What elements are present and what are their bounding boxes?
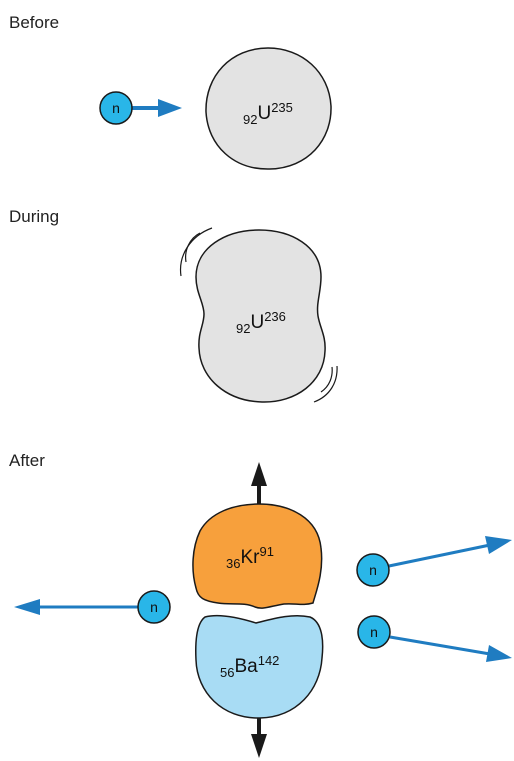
lower-right-neutron: n <box>357 615 391 649</box>
neutron-label: n <box>369 562 377 578</box>
neutron-label: n <box>112 100 120 116</box>
after-stage: 36Kr91 56Ba142 n n n <box>14 462 512 758</box>
stage-label-after: After <box>9 451 45 470</box>
vibration-lines-bottom-right <box>313 365 338 403</box>
incoming-neutron-arrowhead <box>158 99 182 117</box>
uranium-235-label: 92U235 <box>243 100 293 127</box>
uranium-236-label: 92U236 <box>236 309 286 336</box>
neutron-label: n <box>370 624 378 640</box>
lower-right-neutron-arrow <box>389 635 491 656</box>
krypton-91-nucleus: 36Kr91 <box>192 503 323 609</box>
vibration-lines-top-left <box>179 227 213 277</box>
neutron-label: n <box>150 599 158 615</box>
upper-right-neutron: n <box>356 553 390 587</box>
uranium-236-nucleus: 92U236 <box>195 229 326 403</box>
stage-label-before: Before <box>9 13 60 32</box>
upper-right-neutron-arrow <box>388 543 491 568</box>
left-neutron: n <box>137 590 171 624</box>
krypton-recoil-arrowhead <box>251 462 267 486</box>
barium-142-label: 56Ba142 <box>220 653 279 680</box>
krypton-91-label: 36Kr91 <box>226 544 274 571</box>
uranium-235-nucleus: 92U235 <box>205 47 332 170</box>
during-stage: 92U236 <box>179 227 338 403</box>
lower-right-neutron-arrowhead <box>486 645 512 662</box>
upper-right-neutron-arrowhead <box>485 536 512 554</box>
barium-142-nucleus: 56Ba142 <box>195 614 324 719</box>
incoming-neutron: n <box>99 91 133 125</box>
left-neutron-arrowhead <box>14 599 40 615</box>
before-stage: n 92U235 <box>99 47 332 170</box>
barium-recoil-arrowhead <box>251 734 267 758</box>
stage-label-during: During <box>9 207 60 226</box>
